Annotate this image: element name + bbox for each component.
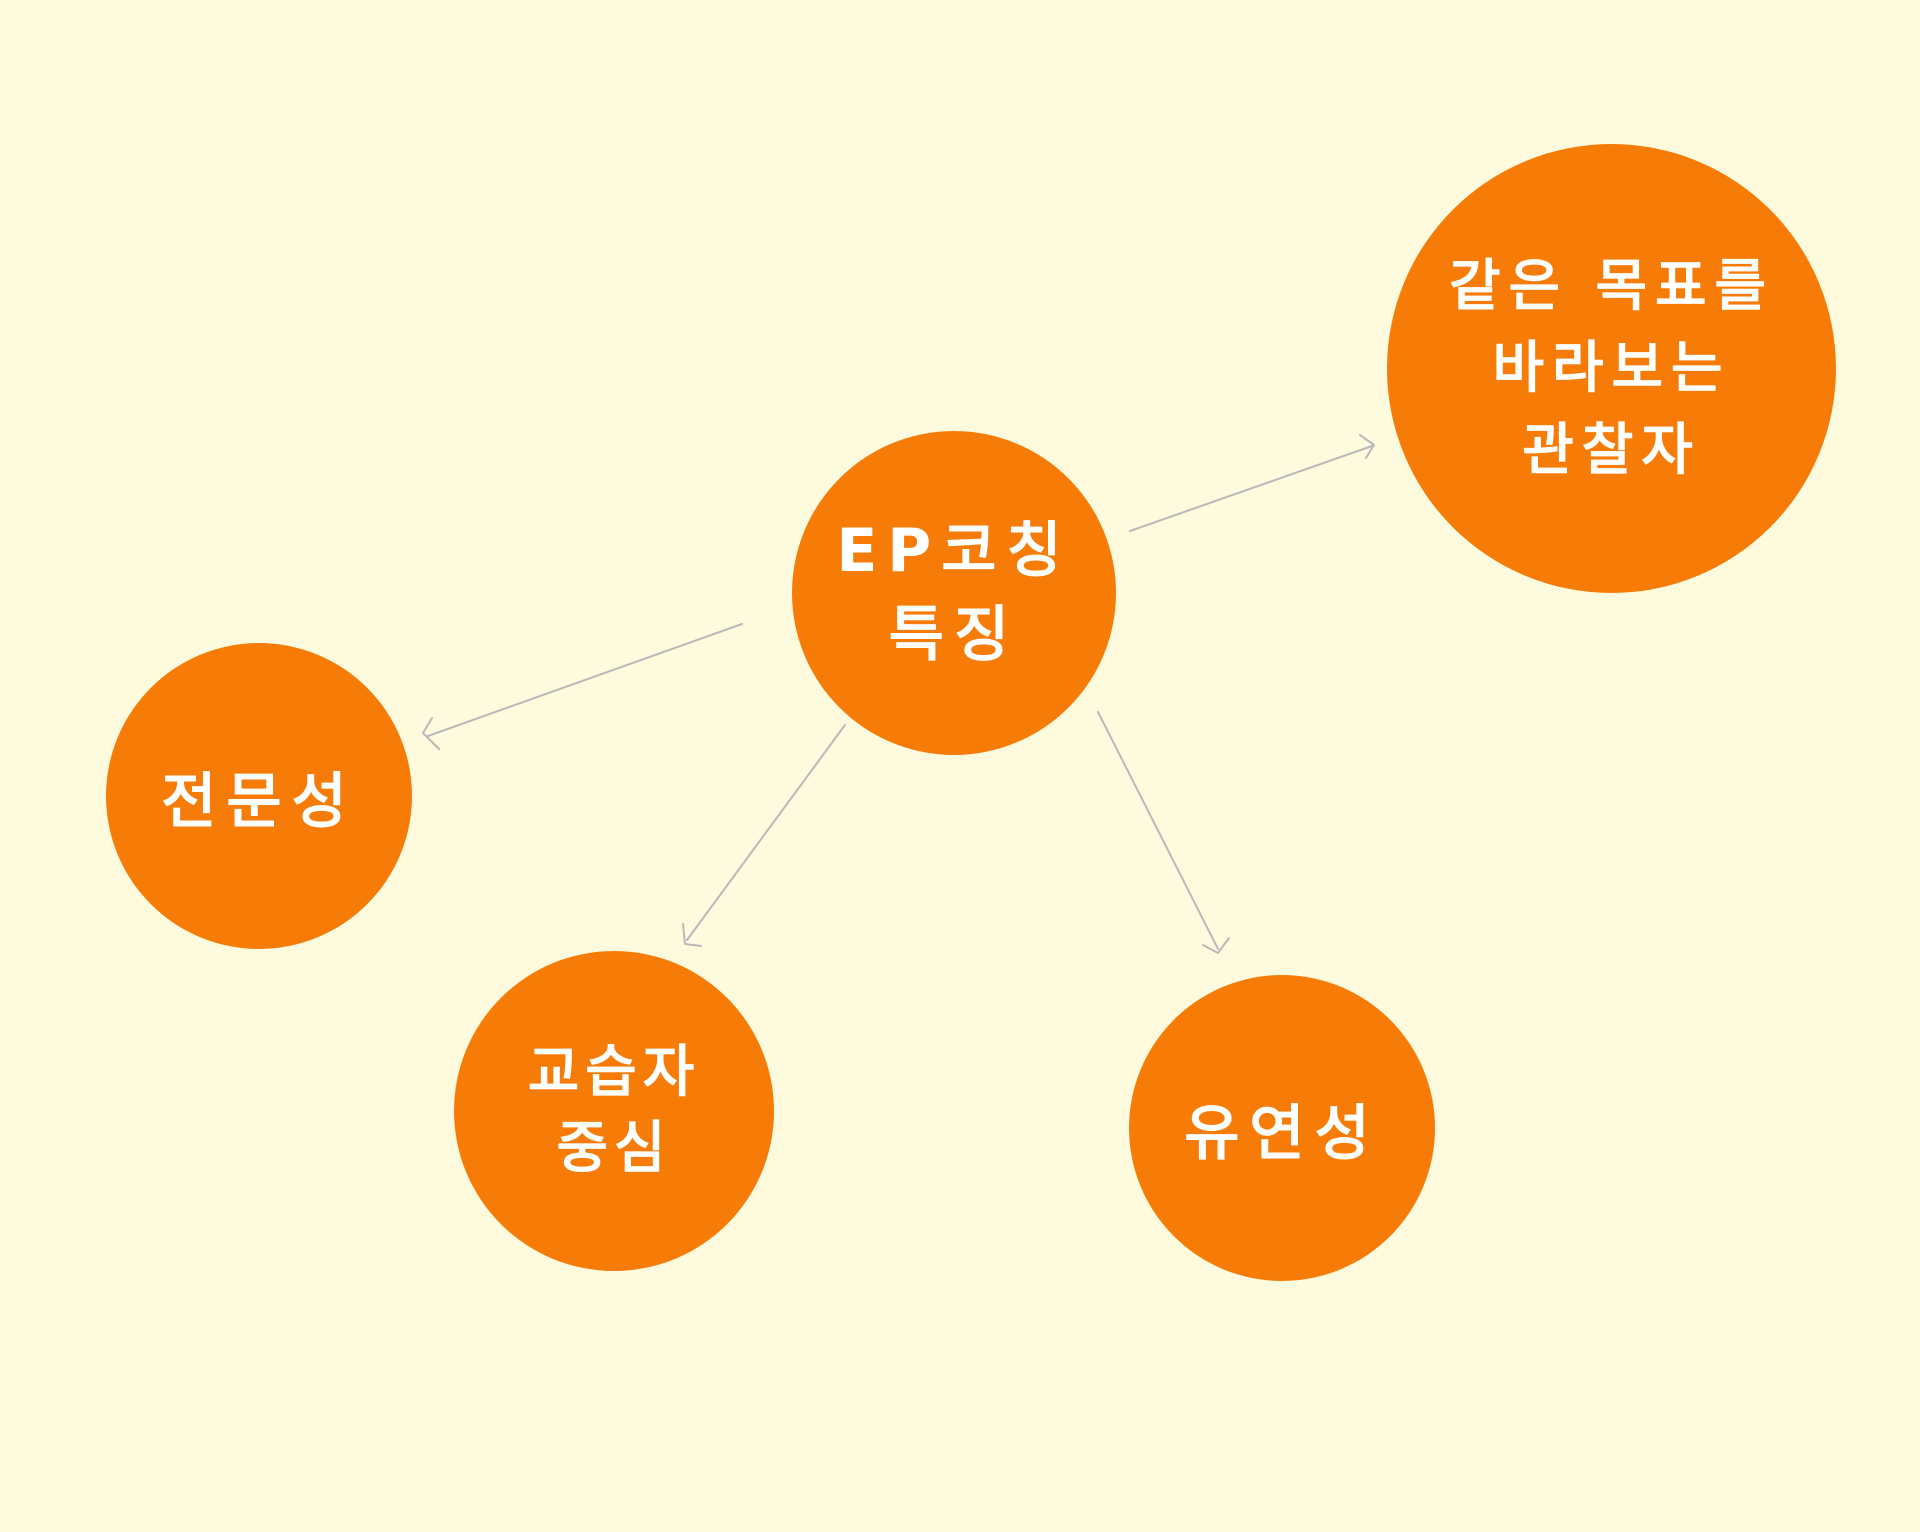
node-bottom-left-line-1: 교습자 xyxy=(527,1040,701,1105)
node-bottom-left-line-2: 중심 xyxy=(556,1116,672,1181)
node-top-right: 같은 목표를 바라보는 관찰자 xyxy=(1387,144,1836,593)
arrow-to-top-right xyxy=(1129,434,1375,532)
node-bottom-right: 유연성 xyxy=(1129,975,1435,1281)
center-node-line-2: 특징 xyxy=(888,600,1020,670)
node-left: 전문성 xyxy=(106,643,412,949)
node-bottom-left: 교습자 중심 xyxy=(454,951,774,1271)
arrow-to-left xyxy=(422,623,743,750)
center-node-line-1: EP코칭 xyxy=(836,516,1072,586)
center-node: EP코칭 특징 xyxy=(792,431,1116,755)
node-top-right-line-2: 바라보는 xyxy=(1492,335,1731,401)
node-top-right-line-1: 같은 목표를 xyxy=(1448,253,1775,319)
arrow-to-bottom-right xyxy=(1097,711,1230,954)
arrow-to-bottom-left xyxy=(682,724,846,947)
node-bottom-right-label: 유연성 xyxy=(1184,1098,1380,1169)
node-left-label: 전문성 xyxy=(161,766,357,837)
node-top-right-line-3: 관찰자 xyxy=(1522,417,1701,483)
